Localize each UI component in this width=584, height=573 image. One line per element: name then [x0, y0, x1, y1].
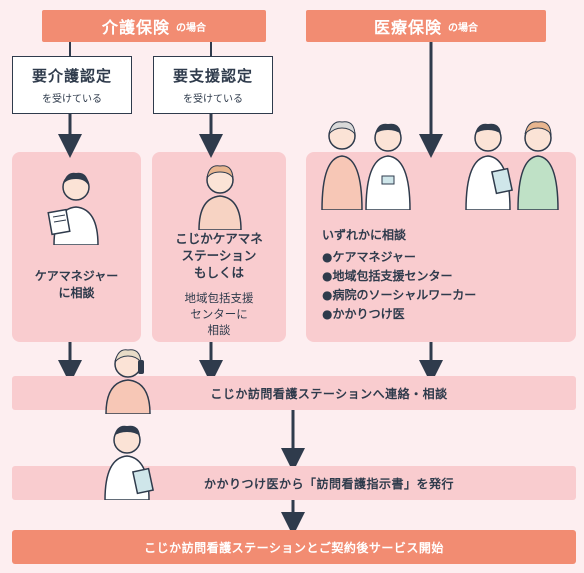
doctor-illustration: [465, 121, 559, 210]
step-start-text: こじか訪問看護ステーションとご契約後サービス開始: [144, 540, 444, 555]
care-manager-text: ケアマネジャー に相談: [34, 269, 119, 300]
medical-staff-illustration: [321, 121, 411, 210]
caregiver-illustration: [198, 165, 242, 230]
iryo-header: 医療保険 の場合: [306, 10, 546, 42]
list-item: ●地域包括支援センター: [322, 269, 453, 283]
kaigo-header-title: 介護保険: [101, 18, 170, 37]
step-start-bar: こじか訪問看護ステーションとご契約後サービス開始: [12, 530, 576, 564]
requirement-title: 要支援認定: [172, 67, 253, 85]
requirement-sub: を受けている: [183, 94, 243, 105]
list-item: ●ケアマネジャー: [322, 250, 416, 264]
requirement-box-shien: 要支援認定 を受けている: [153, 56, 273, 114]
iryo-header-suffix: の場合: [448, 22, 478, 34]
step-instruction-text: かかりつけ医から「訪問看護指示書」を発行: [203, 476, 455, 491]
requirement-sub: を受けている: [42, 94, 102, 105]
step-contact-text: こじか訪問看護ステーションへ連絡・相談: [210, 386, 448, 401]
medical-options-list: ●ケアマネジャー ●地域包括支援センター ●病院のソーシャルワーカー ●かかりつ…: [322, 248, 476, 324]
list-item: ●かかりつけ医: [322, 307, 405, 321]
requirement-title: 要介護認定: [31, 67, 112, 85]
kaigo-header-suffix: の場合: [176, 22, 206, 34]
medical-lead-text: いずれかに相談: [322, 228, 407, 242]
support-normal-text: 地域包括支援 センターに 相談: [184, 291, 254, 337]
care-manager-illustration: [47, 172, 99, 245]
doctor-clipboard-illustration: [104, 425, 155, 500]
iryo-header-title: 医療保険: [373, 18, 442, 37]
support-bold-text: こじかケアマネ ステーション もしくは: [175, 231, 263, 280]
list-item: ●病院のソーシャルワーカー: [322, 288, 477, 302]
phone-woman-illustration: [105, 349, 151, 414]
requirement-box-kaigo: 要介護認定 を受けている: [12, 56, 132, 114]
kaigo-header: 介護保険 の場合: [42, 10, 266, 42]
step-contact-bar: こじか訪問看護ステーションへ連絡・相談: [12, 376, 576, 410]
